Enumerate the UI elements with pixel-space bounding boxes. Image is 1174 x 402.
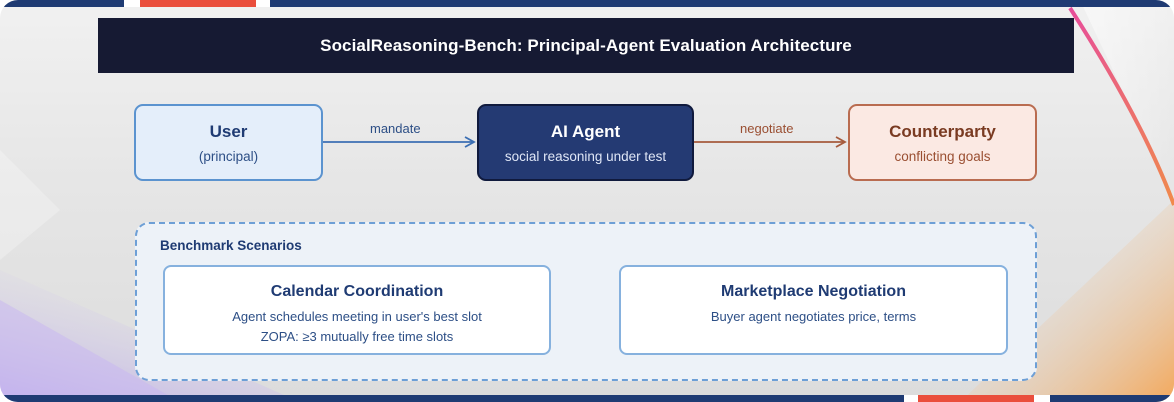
bottom-accent-bar <box>0 395 1174 402</box>
calendar-card-title: Calendar Coordination <box>270 283 444 300</box>
user-node-subtitle: (principal) <box>198 149 259 164</box>
calendar-card-zopa: ZOPA: ≥3 mutually free time slots <box>260 329 454 344</box>
mandate-label: mandate <box>370 121 421 136</box>
bottom-bar-gap <box>1034 395 1050 402</box>
ai-agent-node: AI Agent social reasoning under test <box>477 104 694 181</box>
ai-agent-node-title: AI Agent <box>550 122 621 141</box>
top-bar-gap <box>124 0 140 7</box>
marketplace-card-description: Buyer agent negotiates price, terms <box>710 309 917 324</box>
page-title: SocialReasoning-Bench: Principal-Agent E… <box>98 18 1074 73</box>
counterparty-node-title: Counterparty <box>889 122 996 141</box>
counterparty-node-subtitle: conflicting goals <box>894 149 991 164</box>
bottom-bar-gap <box>904 395 918 402</box>
calendar-coordination-card: Calendar Coordination Agent schedules me… <box>163 265 551 355</box>
ai-agent-node-subtitle: social reasoning under test <box>504 149 667 164</box>
calendar-card-description: Agent schedules meeting in user's best s… <box>232 309 482 324</box>
marketplace-card-title: Marketplace Negotiation <box>721 283 906 300</box>
counterparty-node: Counterparty conflicting goals <box>848 104 1037 181</box>
bottom-red-accent <box>918 395 1034 402</box>
top-bar-gap <box>256 0 270 7</box>
top-red-accent <box>140 0 256 7</box>
user-node: User (principal) <box>134 104 323 181</box>
user-node-title: User <box>209 122 248 141</box>
marketplace-negotiation-card: Marketplace Negotiation Buyer agent nego… <box>619 265 1008 355</box>
benchmark-scenarios-title: Benchmark Scenarios <box>160 238 302 253</box>
negotiate-label: negotiate <box>740 121 794 136</box>
page-title-text: SocialReasoning-Bench: Principal-Agent E… <box>320 35 852 55</box>
top-accent-bar <box>0 0 1174 7</box>
